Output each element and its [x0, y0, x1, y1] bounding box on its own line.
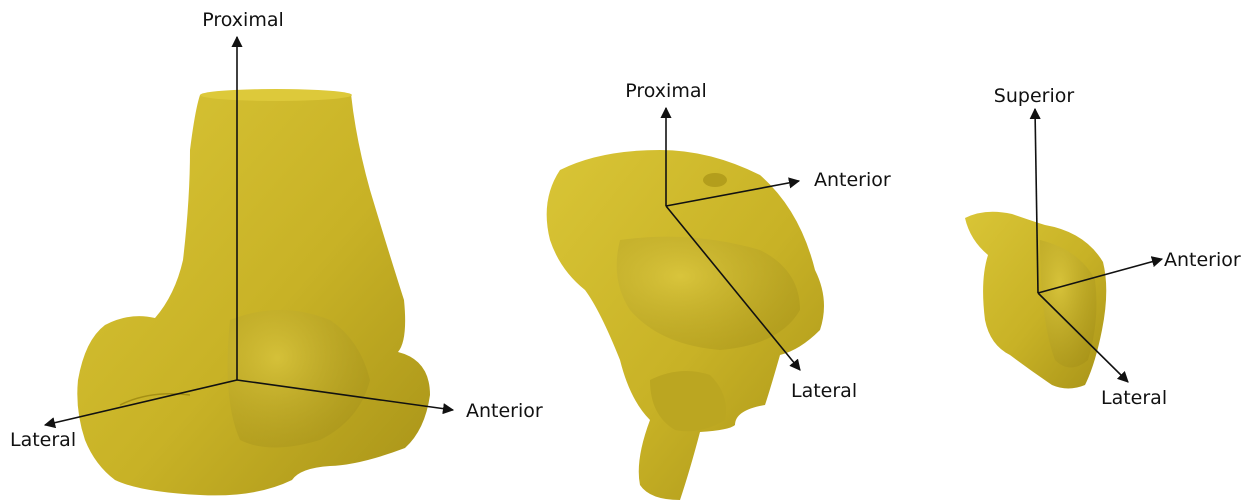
femur-shaft-top: [200, 89, 352, 101]
tibia-lateral-label: Lateral: [791, 380, 857, 402]
patella-anterior-label: Anterior: [1164, 249, 1241, 271]
patella-lateral-label: Lateral: [1101, 387, 1167, 409]
tibia-anterior-label: Anterior: [814, 169, 891, 191]
patella-superior-label: Superior: [994, 85, 1075, 107]
femur-proximal-label: Proximal: [202, 9, 284, 31]
tibia-tubercle: [703, 173, 727, 187]
femur-lateral-label: Lateral: [10, 429, 76, 451]
femur-anterior-label: Anterior: [466, 400, 543, 422]
femur-group: [77, 89, 430, 495]
tibia-proximal-label: Proximal: [625, 80, 707, 102]
patella-group: [965, 212, 1106, 389]
